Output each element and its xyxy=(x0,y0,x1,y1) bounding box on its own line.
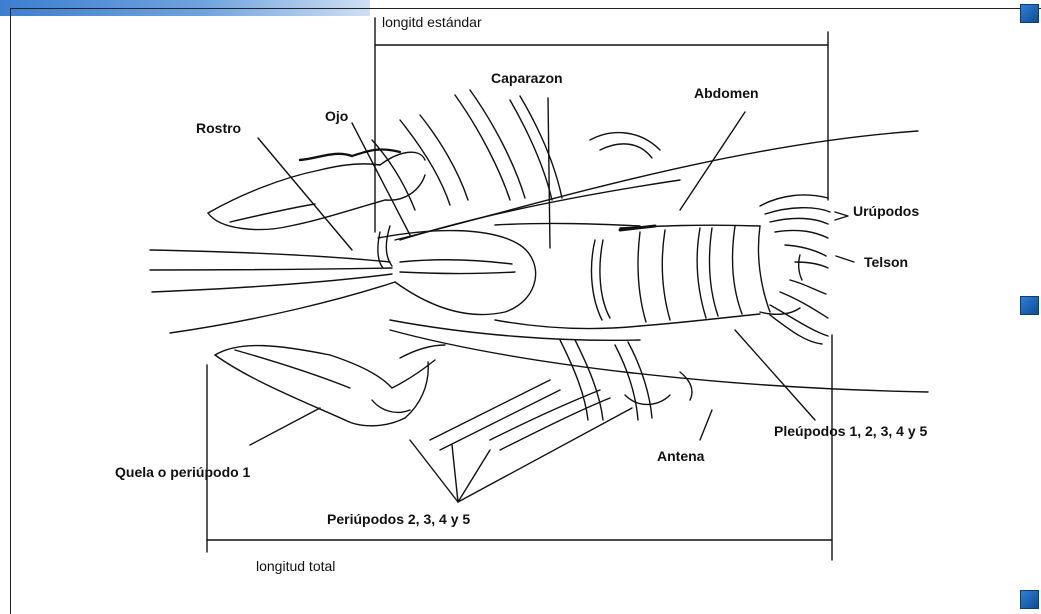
label-ojo: Ojo xyxy=(325,108,348,124)
standard-length-bracket xyxy=(375,18,828,232)
label-caparazon: Caparazon xyxy=(491,70,563,86)
leader-antena xyxy=(700,410,712,440)
label-pleupodos: Pleúpodos 1, 2, 3, 4 y 5 xyxy=(774,423,927,439)
side-control-middle[interactable] xyxy=(1020,296,1039,315)
label-antena: Antena xyxy=(657,448,704,464)
label-quela: Quela o periúpodo 1 xyxy=(115,464,250,480)
standard-length-label: longitd estándar xyxy=(382,14,482,30)
label-periupodos: Periúpodos 2, 3, 4 y 5 xyxy=(327,511,470,527)
lower-claw-drawing xyxy=(215,345,445,426)
label-telson: Telson xyxy=(864,254,908,270)
antennae-drawing xyxy=(390,131,928,392)
label-abdomen: Abdomen xyxy=(694,85,759,101)
label-urupodos: Urúpodos xyxy=(853,203,919,219)
window-side-controls xyxy=(1018,0,1041,614)
leader-lines xyxy=(250,98,854,502)
leader-urupodos xyxy=(835,212,848,220)
total-length-bracket xyxy=(207,335,832,560)
side-control-bottom[interactable] xyxy=(1020,590,1039,609)
leader-caparazon xyxy=(548,98,550,248)
lower-legs-drawing xyxy=(390,320,692,450)
leader-quela xyxy=(250,408,320,445)
label-rostro: Rostro xyxy=(196,120,241,136)
abdomen-mark xyxy=(620,226,655,230)
side-control-top[interactable] xyxy=(1020,4,1039,23)
total-length-label: longitud total xyxy=(256,558,335,574)
leader-ojo xyxy=(352,123,410,235)
leader-pleupodos xyxy=(735,330,815,420)
upper-legs-drawing xyxy=(372,90,660,210)
upper-claw-drawing xyxy=(208,149,425,229)
abdomen-drawing xyxy=(591,225,800,326)
tail-fan-drawing xyxy=(760,195,830,344)
leader-telson xyxy=(836,256,854,262)
leader-periupodos xyxy=(410,408,632,502)
leader-abdomen xyxy=(680,112,745,210)
antennules-drawing xyxy=(150,250,395,333)
